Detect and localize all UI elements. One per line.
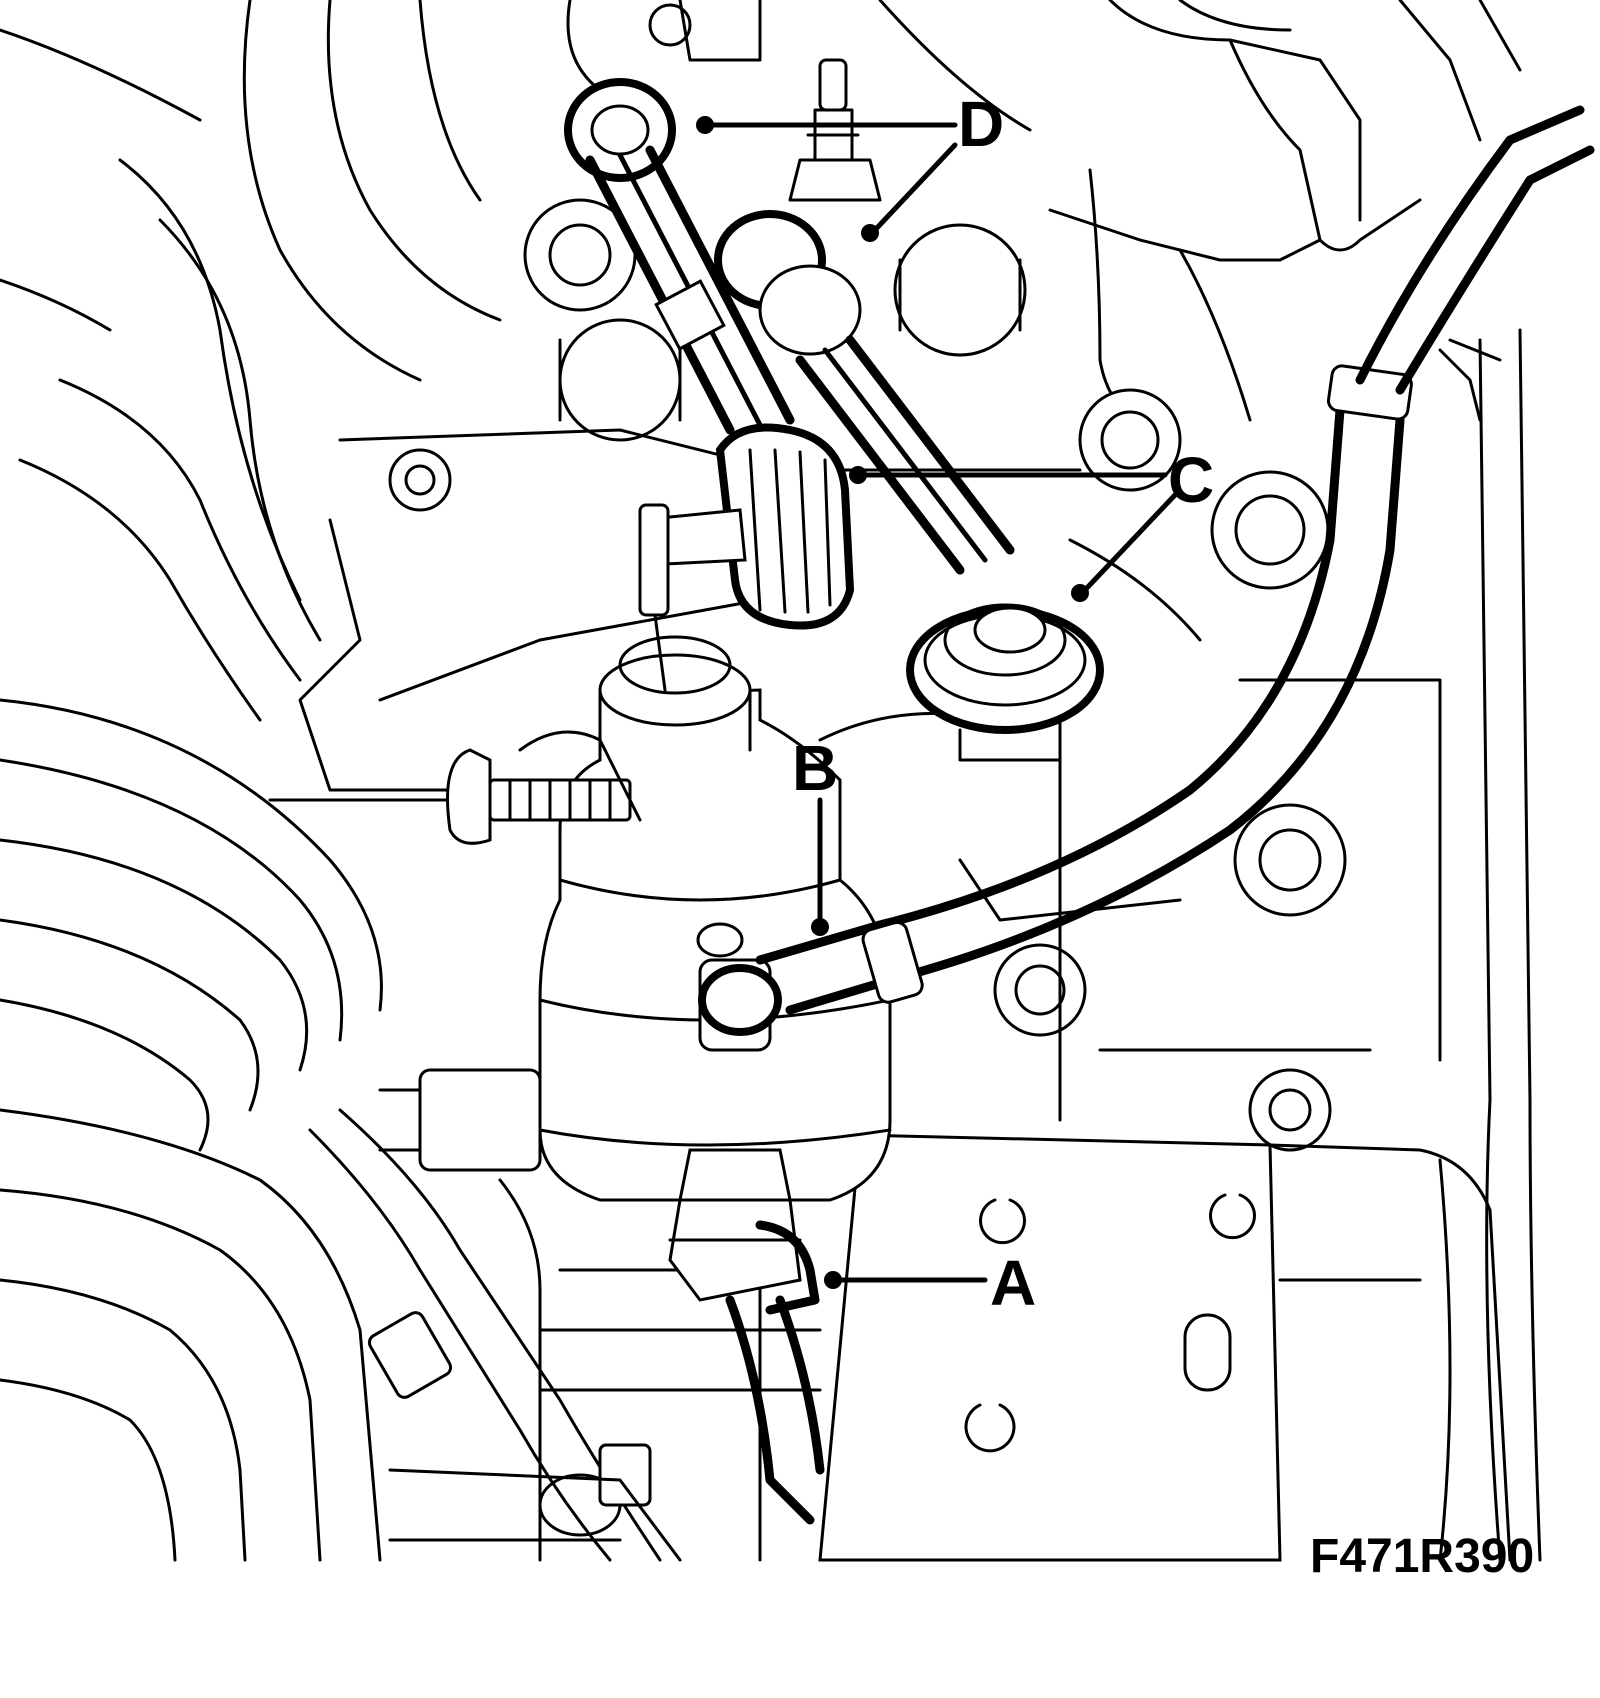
hose-a xyxy=(725,1295,825,1525)
callout-labels: D C B A xyxy=(792,88,1214,1319)
line-art xyxy=(0,0,1595,1562)
lower-left-pipes xyxy=(308,1108,682,1562)
pointer-dot-d-2 xyxy=(861,224,879,242)
cover-plate xyxy=(818,1133,1512,1562)
pointer-dot-d-1 xyxy=(696,116,714,134)
figure-id: F471R390 xyxy=(1310,1530,1534,1583)
pointer-dot-b xyxy=(811,918,829,936)
right-pipes xyxy=(1438,328,1542,1562)
left-ducting xyxy=(0,0,502,1562)
upper-housing xyxy=(566,0,1522,442)
callout-label-a: A xyxy=(990,1247,1036,1319)
hose-b xyxy=(698,105,1595,1036)
lower-fitting xyxy=(668,1148,820,1315)
bushing-c-lower xyxy=(906,603,1104,762)
cable-d-upper xyxy=(564,78,795,435)
pointer-dot-c-1 xyxy=(849,466,867,484)
pointer-dot-c-2 xyxy=(1071,584,1089,602)
threaded-bolt xyxy=(446,730,642,845)
callout-leaders xyxy=(696,116,1178,1289)
studs xyxy=(388,58,1347,1152)
cable-d-lower xyxy=(714,210,1015,575)
callout-label-b: B xyxy=(792,732,838,804)
callout-label-d: D xyxy=(958,88,1004,160)
pointer-dot-a xyxy=(824,1271,842,1289)
leader-c-2 xyxy=(1082,492,1178,593)
callout-label-c: C xyxy=(1168,444,1214,516)
bushing-c-upper xyxy=(638,423,855,692)
leader-d-2 xyxy=(872,142,958,233)
